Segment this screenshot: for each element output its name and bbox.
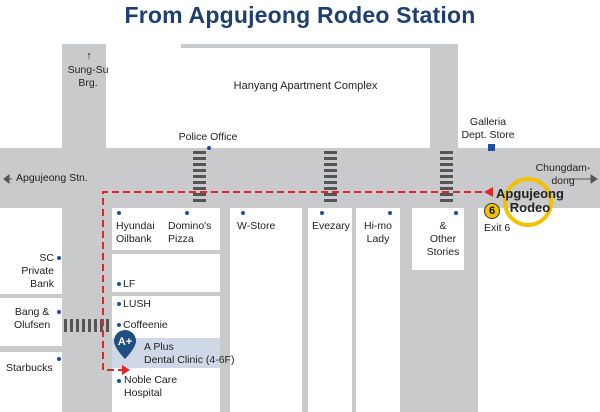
hyundai-marker — [117, 211, 121, 215]
exit-6-label: Exit 6 — [484, 222, 511, 234]
block — [112, 254, 220, 292]
block — [458, 44, 600, 148]
w-store-marker — [241, 211, 245, 215]
station-name: Apgujeong Rodeo — [496, 186, 564, 215]
police-office-label: Police Office — [178, 131, 238, 143]
map-overlay — [3, 151, 598, 375]
block — [0, 298, 62, 346]
apgujeong-station-label: Apgujeong Stn. — [16, 172, 88, 184]
bang-olufsen-marker — [57, 310, 61, 314]
police-office-marker — [207, 146, 211, 150]
lush-marker — [117, 302, 121, 306]
block — [308, 208, 352, 412]
sc-private-bank-label: SC Private Bank — [21, 252, 54, 290]
walking-route — [102, 191, 482, 371]
road-arrows — [3, 173, 598, 185]
arrow-up-icon: ↑ — [86, 50, 92, 62]
sc-bank-marker — [57, 256, 61, 260]
map-title: From Apgujeong Rodeo Station — [124, 2, 476, 28]
dominos-marker — [185, 211, 189, 215]
block — [478, 208, 600, 412]
lush-label: LUSH — [123, 298, 152, 310]
station-ring-icon — [503, 177, 553, 227]
coffeenie-marker — [117, 323, 121, 327]
block — [356, 208, 400, 412]
crosswalk — [64, 319, 109, 332]
svg-text:A+: A+ — [118, 336, 132, 348]
evezary-marker — [320, 211, 324, 215]
crosswalk — [324, 151, 337, 202]
hanyang-label: Hanyang Apartment Complex — [233, 80, 378, 92]
noble-care-marker — [117, 379, 121, 383]
block — [0, 208, 62, 294]
w-store-label: W-Store — [237, 220, 276, 232]
block — [112, 208, 220, 250]
clinic-label: A Plus Dental Clinic (4-6F) — [144, 341, 235, 366]
block — [0, 352, 62, 412]
galleria-label: Galleria Dept. Store — [461, 116, 515, 141]
hi-mo-lady-marker — [388, 211, 392, 215]
starbucks-label: Starbucks — [6, 362, 53, 374]
block — [230, 208, 302, 412]
lf-marker — [117, 282, 121, 286]
map-area: ↑ Sung-Su Brg. Hanyang Apartment Complex… — [0, 44, 600, 412]
starbucks-marker — [57, 357, 61, 361]
route-arrowhead — [484, 187, 493, 197]
block — [106, 44, 181, 148]
sung-su-bridge-label: Sung-Su Brg. — [67, 64, 109, 89]
lf-label: LF — [123, 278, 136, 290]
exit-6-badge: 6 — [484, 203, 500, 219]
noble-care-hospital-label: Noble Care Hospital — [124, 374, 178, 399]
crosswalk — [193, 151, 206, 202]
hi-mo-lady-label: Hi-mo Lady — [364, 220, 392, 245]
crosswalk — [440, 151, 453, 202]
block — [412, 208, 464, 270]
chungdam-dong-label: Chungdam- dong — [535, 162, 591, 187]
evezary-label: Evezary — [312, 220, 350, 232]
galleria-marker — [488, 144, 495, 151]
other-stories-marker — [454, 211, 458, 215]
block — [0, 44, 62, 148]
coffeenie-label: Coffeenie — [123, 319, 168, 331]
hyundai-oilbank-label: Hyundai Oilbank — [116, 220, 155, 245]
bang-olufsen-label: Bang & Olufsen — [14, 306, 51, 331]
route-arrowhead — [122, 365, 130, 375]
other-stories-label: & Other Stories — [426, 220, 460, 258]
clinic-pin-icon: A+ — [114, 330, 136, 359]
hanyang-block — [181, 48, 430, 148]
dominos-pizza-label: Domino's Pizza — [168, 220, 212, 245]
